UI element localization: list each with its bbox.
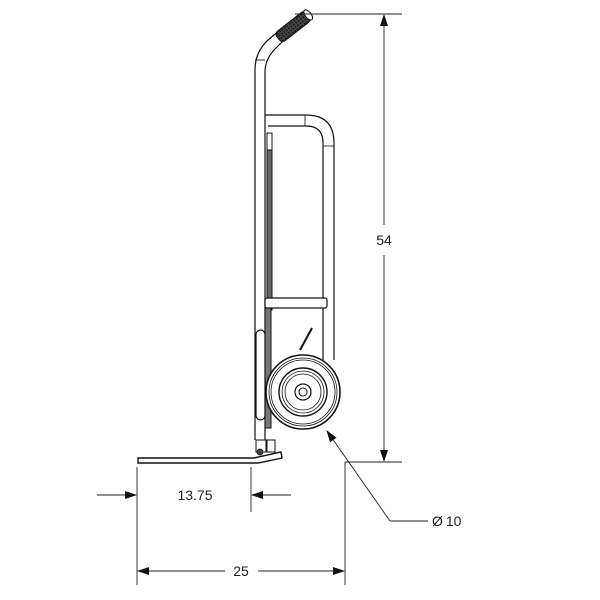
back-plate-edge <box>266 149 273 311</box>
dim-label-height: 54 <box>376 232 392 248</box>
base-bracket-right <box>266 439 276 453</box>
diameter-symbol-icon: Ø <box>432 513 443 529</box>
hand-truck <box>137 9 341 464</box>
dim-label-depth: 25 <box>233 563 249 579</box>
frame-front-bar-outer <box>265 114 335 360</box>
dim-label-nose-plate: 13.75 <box>177 487 212 503</box>
nose-plate <box>137 451 283 464</box>
frame-front-bar-inner <box>268 125 324 360</box>
base-bolt <box>256 448 264 456</box>
frame-upright-outer <box>254 29 281 440</box>
wheel <box>265 354 341 430</box>
axle-brace <box>299 327 313 351</box>
handle-grip <box>275 9 314 43</box>
frame-upright-inner <box>264 37 287 440</box>
leader-wheel-diameter <box>326 430 391 522</box>
back-plate <box>266 132 273 151</box>
rear-stop <box>255 329 266 421</box>
lower-cross-bar <box>264 297 328 309</box>
